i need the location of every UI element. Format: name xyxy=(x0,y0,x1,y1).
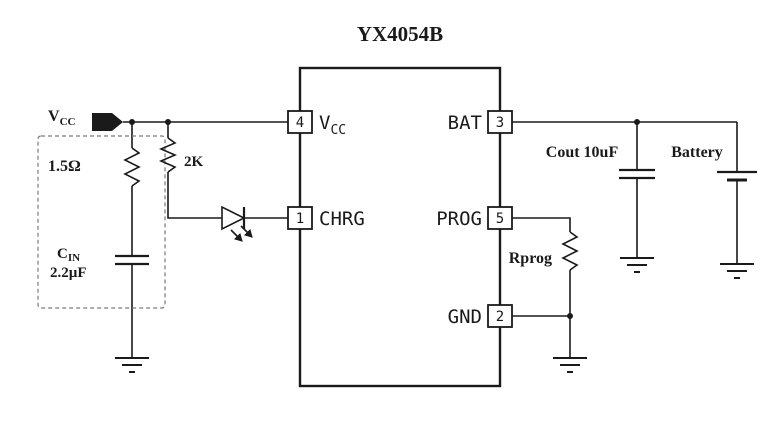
prog-resistor: Rprog xyxy=(509,231,579,271)
pin-1-number: 1 xyxy=(296,211,304,227)
charge-led xyxy=(221,205,253,242)
vcc-source-label: VCC xyxy=(48,108,76,128)
battery: Battery xyxy=(671,144,757,182)
resistor-2k-symbol xyxy=(158,137,178,173)
junction-dot xyxy=(634,119,640,125)
pin-3-box xyxy=(487,110,513,134)
pin-1-name: CHRG xyxy=(319,208,365,230)
wire-prog-branch xyxy=(512,217,571,316)
led-emission-arrow-icon xyxy=(240,225,253,238)
pin-5-name: PROG xyxy=(436,208,482,230)
junction-dot xyxy=(129,119,135,125)
pin-5-box xyxy=(487,206,513,230)
pin-2-box xyxy=(487,304,513,328)
pin-4-name: VCC xyxy=(319,112,346,138)
resistor-1r5-label: 1.5Ω xyxy=(48,158,81,175)
cap-cin-name: CIN xyxy=(57,246,80,264)
ground-battery xyxy=(720,263,754,279)
pin-1-box xyxy=(287,206,313,230)
input-resistor: 1.5Ω xyxy=(48,147,141,187)
junction-dot xyxy=(567,313,573,319)
resistor-1r5-symbol xyxy=(123,147,141,187)
junction-dot xyxy=(165,119,171,125)
pin-3-name: BAT xyxy=(448,112,482,134)
vcc-terminal-icon xyxy=(92,113,123,131)
pin-3-number: 3 xyxy=(496,115,504,131)
cap-cin-value: 2.2µF xyxy=(50,265,87,281)
vcc-source: VCC xyxy=(48,108,123,131)
wire-gnd-branch xyxy=(512,315,571,358)
led-resistor: 2K xyxy=(158,137,204,173)
output-capacitor: Cout 10uF xyxy=(546,144,655,180)
led-emission-arrow-icon xyxy=(230,229,243,242)
pin-4-box xyxy=(287,110,313,134)
wires xyxy=(123,121,738,358)
chip-title: YX4054B xyxy=(357,22,443,46)
resistor-rprog-symbol xyxy=(561,231,579,271)
resistor-rprog-label: Rprog xyxy=(509,250,552,267)
pin-1-chrg: 1 CHRG xyxy=(287,206,365,230)
junction-dots xyxy=(129,119,640,319)
pin-2-gnd: 2 GND xyxy=(448,304,513,328)
pin-5-prog: 5 PROG xyxy=(436,206,513,230)
pin-4-vcc: 4 VCC xyxy=(287,110,346,138)
led-triangle-icon xyxy=(221,205,246,231)
pin-3-bat: 3 BAT xyxy=(448,110,513,134)
input-capacitor: CIN 2.2µF xyxy=(50,246,149,281)
ground-input xyxy=(115,357,149,373)
pin-4-number: 4 xyxy=(296,115,304,131)
ground-cout xyxy=(620,257,654,273)
battery-label: Battery xyxy=(671,144,723,161)
resistor-2k-label: 2K xyxy=(184,154,204,170)
pin-5-number: 5 xyxy=(496,211,504,227)
cap-cout-label: Cout 10uF xyxy=(546,144,619,161)
ground-gnd-pin xyxy=(553,357,587,373)
pin-2-name: GND xyxy=(448,306,482,328)
pin-2-number: 2 xyxy=(496,309,504,325)
input-filter-outline xyxy=(37,135,166,309)
wire-led-branch xyxy=(167,122,288,219)
